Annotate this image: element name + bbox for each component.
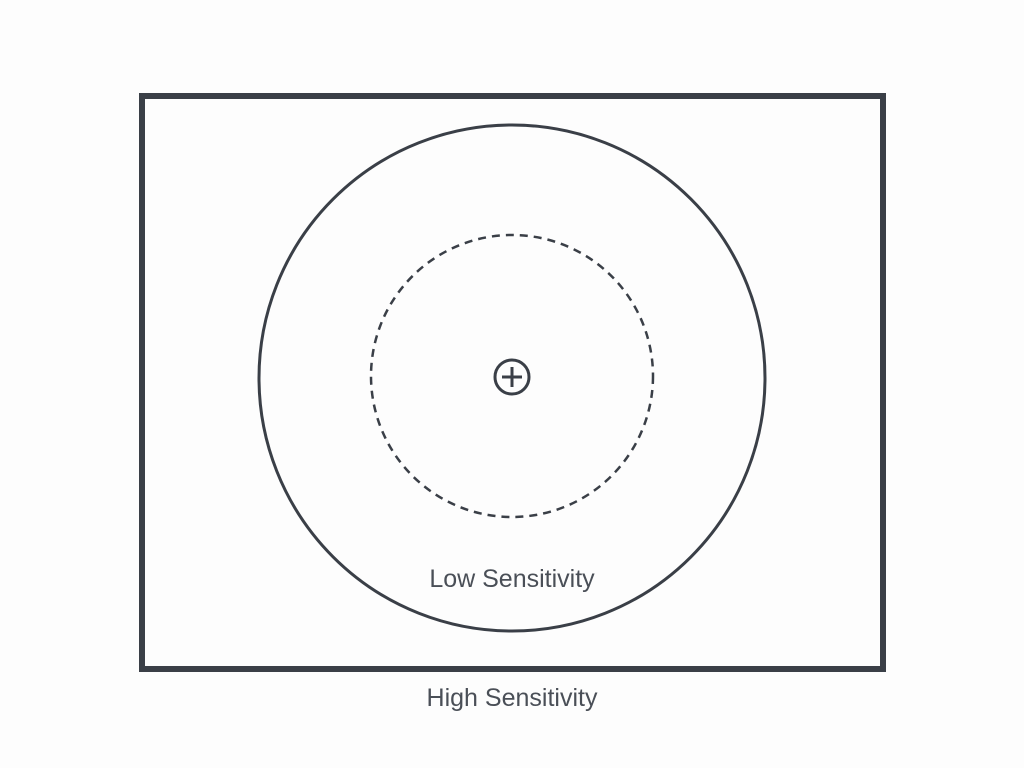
high-sensitivity-label: High Sensitivity xyxy=(426,684,598,712)
low-sensitivity-zone-circle xyxy=(257,123,767,633)
high-sensitivity-zone-boundary xyxy=(139,93,886,672)
inner-dashed-zone-circle xyxy=(369,233,655,519)
crosshair-plus-circle-icon xyxy=(493,358,531,396)
low-sensitivity-label: Low Sensitivity xyxy=(429,565,595,593)
